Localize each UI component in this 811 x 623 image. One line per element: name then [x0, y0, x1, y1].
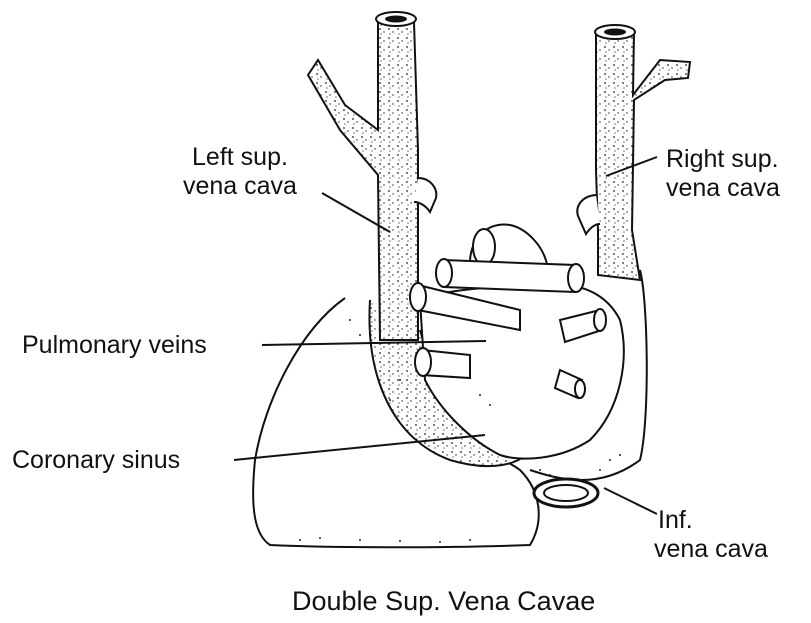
label-left-svc-line2: vena cava [183, 172, 297, 201]
label-left-svc-line1: Left sup. [183, 143, 297, 172]
label-right-svc-line1: Right sup. [666, 145, 780, 174]
label-right-svc: Right sup. vena cava [666, 145, 780, 203]
pulmonary-vein-upper [444, 260, 575, 292]
label-right-svc-line2: vena cava [666, 174, 780, 203]
label-coronary-sinus: Coronary sinus [12, 446, 180, 475]
label-ivc: Inf. vena cava [654, 506, 768, 564]
figure-caption: Double Sup. Vena Cavae [292, 587, 595, 616]
right-svc-branch-stub [577, 195, 600, 234]
left-svc-shape [308, 22, 418, 340]
label-ivc-line1: Inf. [654, 506, 768, 535]
leader-ivc [604, 488, 657, 514]
label-ivc-line2: vena cava [654, 535, 768, 564]
label-left-svc: Left sup. vena cava [183, 143, 297, 201]
label-pulmonary-veins: Pulmonary veins [22, 331, 207, 360]
